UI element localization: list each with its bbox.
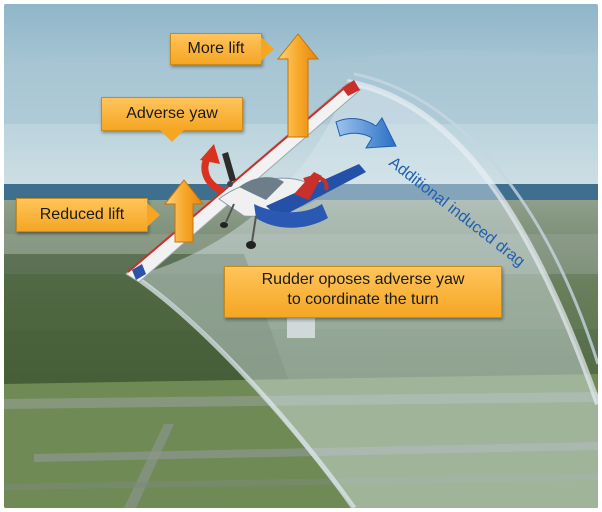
more-lift-arrow xyxy=(276,33,320,138)
callout-pointer xyxy=(160,130,184,142)
more-lift-callout: More lift xyxy=(170,33,274,65)
callout-pointer xyxy=(147,203,160,227)
adverse-yaw-arrow xyxy=(200,144,224,194)
induced-drag-arrow xyxy=(335,117,397,149)
adverse-yaw-label: Adverse yaw xyxy=(126,105,218,122)
adverse-yaw-callout: Adverse yaw xyxy=(101,97,243,142)
more-lift-label: More lift xyxy=(187,40,245,57)
building xyxy=(287,316,315,338)
aerial-scene: More lift Adverse yaw Reduced lift Rudde… xyxy=(4,4,598,508)
rudder-label-line2: to coordinate the turn xyxy=(287,291,439,308)
reduced-lift-arrow xyxy=(163,179,205,243)
reduced-lift-callout: Reduced lift xyxy=(16,198,160,232)
callout-pointer xyxy=(261,37,274,61)
rudder-label-line1: Rudder oposes adverse yaw xyxy=(261,271,465,288)
reduced-lift-label: Reduced lift xyxy=(39,206,125,223)
rudder-callout: Rudder oposes adverse yaw to coordinate … xyxy=(224,266,502,318)
